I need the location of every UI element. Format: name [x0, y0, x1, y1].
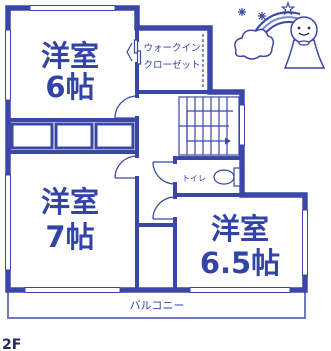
doll-ribbon [298, 40, 310, 46]
doll-mouth [298, 32, 310, 36]
walk-in-closet: ウォークイン クローゼット [143, 34, 204, 88]
cloud-icon [234, 28, 275, 60]
asterisk-star-icon [238, 8, 246, 16]
interior-walls [6, 26, 244, 292]
doll-body [283, 39, 326, 69]
window [29, 5, 116, 11]
window [302, 209, 308, 276]
walk-in-closet-label-line1: ウォークイン [143, 43, 200, 54]
room-type-label: 洋室 [41, 39, 99, 73]
window [189, 287, 291, 293]
sliding-door-mark [126, 42, 133, 62]
toilet: トイレ [182, 167, 241, 187]
walk-in-closet-label-line2: クローゼット [143, 59, 200, 71]
door-swing [114, 95, 138, 119]
door-swing [152, 161, 176, 185]
doll-eye [307, 26, 311, 30]
asterisk-star-icon [258, 12, 266, 20]
balcony-label: バルコニー [130, 299, 185, 312]
closet [10, 122, 54, 150]
sliding-door-panel [133, 39, 139, 54]
room-size-label: 6.5帖 [200, 246, 280, 280]
toilet-label: トイレ [182, 174, 206, 183]
room-type-label: 洋室 [211, 212, 269, 246]
closets [10, 122, 135, 150]
doors [114, 39, 176, 220]
room-7: 洋室 7帖 [41, 185, 99, 254]
toilet-bowl-icon [213, 169, 235, 185]
closet [54, 122, 94, 150]
decoration [234, 1, 326, 69]
window [239, 104, 245, 146]
room-size-label: 6帖 [45, 70, 94, 104]
window [5, 174, 11, 271]
room-6: 洋室 6帖 [41, 39, 99, 104]
door-swing [152, 196, 176, 220]
windows [5, 5, 308, 293]
stair-arrow-head [225, 137, 231, 145]
doll-eye [297, 26, 301, 30]
doll-head [290, 16, 318, 44]
door-swing [114, 155, 138, 179]
closet [94, 122, 135, 150]
room-6-5: 洋室 6.5帖 [200, 212, 280, 280]
sliding-door-panel [136, 50, 142, 65]
room-size-label: 7帖 [45, 220, 94, 254]
window [24, 287, 121, 293]
teru-teru-bozu-icon [283, 16, 326, 69]
balcony: バルコニー [7, 289, 306, 319]
room-type-label: 洋室 [41, 185, 99, 219]
floor-label: 2F [2, 337, 21, 351]
window [5, 29, 11, 101]
stair-arrow [186, 110, 233, 142]
stairs [178, 96, 240, 156]
toilet-tank-icon [233, 167, 241, 187]
